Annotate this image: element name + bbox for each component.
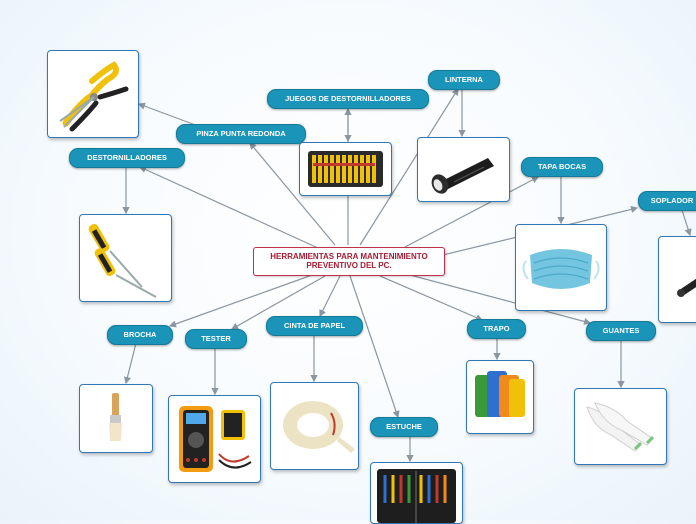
link-brocha-img xyxy=(123,342,137,385)
topic-soplador[interactable]: SOPLADOR xyxy=(638,191,696,211)
screwdriver-set-image[interactable] xyxy=(299,142,392,196)
topic-brocha[interactable]: BROCHA xyxy=(107,325,173,345)
link-estuche xyxy=(349,275,400,419)
multimeter-image[interactable] xyxy=(168,395,261,483)
topic-cinta-de-papel[interactable]: CINTA DE PAPEL xyxy=(266,316,363,336)
link-pinza xyxy=(249,142,336,246)
topic-linterna[interactable]: LINTERNA xyxy=(428,70,500,90)
screwdrivers-image[interactable] xyxy=(79,214,172,302)
link-soplador-img xyxy=(681,209,692,237)
link-pinza-img xyxy=(137,102,199,127)
link-tester xyxy=(230,275,326,330)
central-topic[interactable]: HERRAMIENTAS PARA MANTENIMIENTO PREVENTI… xyxy=(253,247,445,276)
cloth-image[interactable] xyxy=(466,360,534,434)
topic-pinza-punta-redonda[interactable]: PINZA PUNTA REDONDA xyxy=(176,124,306,144)
topic-trapo[interactable]: TRAPO xyxy=(467,319,526,339)
face-mask-image[interactable] xyxy=(515,224,607,311)
central-line-1: HERRAMIENTAS PARA MANTENIMIENTO xyxy=(270,252,428,261)
link-tapabocas xyxy=(404,176,540,248)
blower-image[interactable] xyxy=(658,236,696,323)
pliers-image[interactable] xyxy=(47,50,139,138)
tool-case-image[interactable] xyxy=(370,462,463,524)
topic-destornilladores[interactable]: DESTORNILLADORES xyxy=(69,148,185,168)
central-line-2: PREVENTIVO DEL PC. xyxy=(306,261,392,270)
topic-guantes[interactable]: GUANTES xyxy=(586,321,656,341)
link-linterna xyxy=(359,87,459,246)
paintbrush-image[interactable] xyxy=(79,384,153,453)
link-brocha xyxy=(168,273,316,328)
masking-tape-image[interactable] xyxy=(270,382,359,470)
link-cinta xyxy=(319,275,341,318)
link-destornilladores xyxy=(138,166,319,249)
topic-estuche[interactable]: ESTUCHE xyxy=(370,417,438,437)
topic-tester[interactable]: TESTER xyxy=(185,329,247,349)
link-guantes xyxy=(409,274,592,325)
flashlight-image[interactable] xyxy=(417,137,510,202)
topic-juegos-destornilladores[interactable]: JUEGOS DE DESTORNILLADORES xyxy=(267,89,429,109)
gloves-image[interactable] xyxy=(574,388,667,465)
topic-tapa-bocas[interactable]: TAPA BOCAS xyxy=(521,157,603,177)
link-trapo xyxy=(379,275,484,321)
